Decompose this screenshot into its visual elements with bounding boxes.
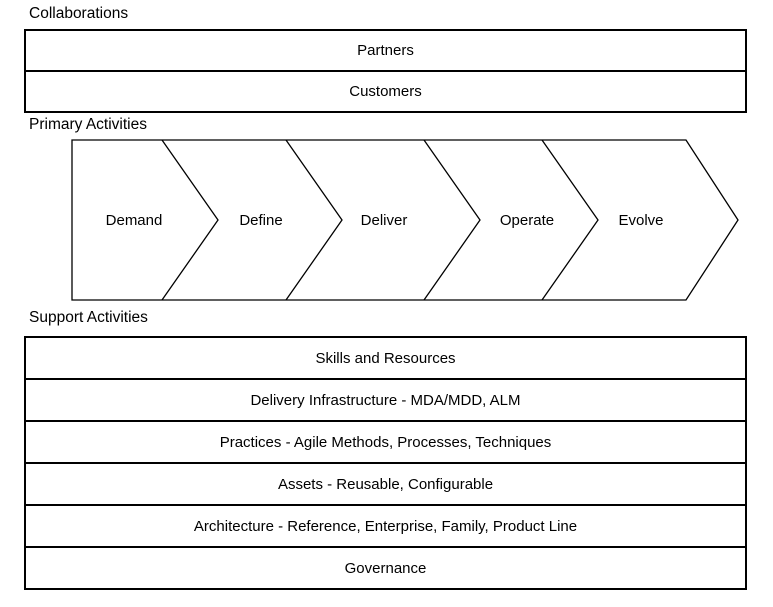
collaborations-section-label: Collaborations xyxy=(29,5,129,22)
collaborations-row-partners: Partners xyxy=(357,42,414,59)
stage-label-operate: Operate xyxy=(500,212,554,229)
stage-label-evolve: Evolve xyxy=(618,212,663,229)
chevron-separator-1 xyxy=(161,139,219,301)
chevron-separator-2 xyxy=(285,139,343,301)
support-row-practices: Practices - Agile Methods, Processes, Te… xyxy=(26,420,745,462)
stage-label-demand: Demand xyxy=(106,212,163,229)
support-row-assets: Assets - Reusable, Configurable xyxy=(26,462,745,504)
collaborations-row-customers: Customers xyxy=(26,70,745,111)
support-row-skills: Skills and Resources xyxy=(315,349,456,367)
support-row-delivery-infrastructure: Delivery Infrastructure - MDA/MDD, ALM xyxy=(26,378,745,420)
stage-label-deliver: Deliver xyxy=(361,212,408,229)
primary-activities-chevron-band: Demand Define Deliver Operate Evolve xyxy=(71,139,739,301)
stage-label-define: Define xyxy=(239,212,282,229)
chevron-band-outline xyxy=(71,139,739,301)
support-activities-section-label: Support Activities xyxy=(29,309,148,326)
primary-activities-section-label: Primary Activities xyxy=(29,116,147,133)
support-row-architecture: Architecture - Reference, Enterprise, Fa… xyxy=(26,504,745,546)
collaborations-box: Partners Customers xyxy=(24,29,747,113)
chevron-separator-4 xyxy=(541,139,599,301)
support-row-governance: Governance xyxy=(26,546,745,588)
support-activities-box: Skills and Resources Delivery Infrastruc… xyxy=(24,336,747,590)
chevron-separator-3 xyxy=(423,139,481,301)
